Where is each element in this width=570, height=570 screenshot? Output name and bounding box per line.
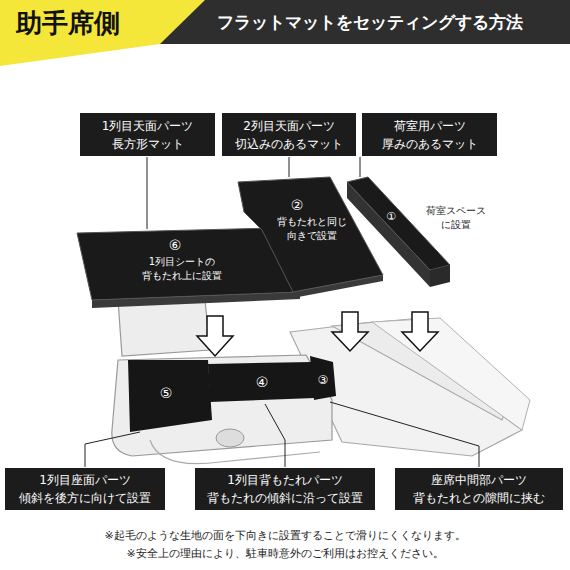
down-arrow <box>197 316 233 356</box>
rear-seat-side <box>372 318 530 430</box>
header-bar <box>140 0 570 44</box>
mat-note: 1列目シートの 背もたれ上に設置 <box>127 255 237 283</box>
mat-note: 背もたれと同じ 向きで設置 <box>267 215 357 243</box>
callout-number: ⑥ <box>160 236 190 256</box>
footnote: ※安全上の理由により、駐車時意外のご利用はお控えください。 <box>5 546 565 561</box>
part-label-box: 1列目座面パーツ傾斜を後方に向けて設置 <box>5 468 165 510</box>
side-label: 助手席側 <box>3 5 133 41</box>
callout-number: ③ <box>312 372 334 389</box>
part-instruction: 切込みのあるマット <box>235 135 343 153</box>
seat-lever <box>216 429 244 447</box>
leader-line <box>85 432 140 467</box>
part-instruction: 厚みのあるマット <box>382 135 478 153</box>
part-label-box: 1列目天面パーツ長方形マット <box>80 113 215 156</box>
page-title: フラットマットをセッティングする方法 <box>170 10 570 34</box>
leader-line <box>360 157 361 177</box>
part-label-box: 1列目背もたれパーツ背もたれの傾斜に沿って設置 <box>195 468 375 510</box>
leader-line <box>147 157 148 229</box>
mat-note: 荷室スペース に設置 <box>418 204 494 232</box>
part-name: 荷室用パーツ <box>394 117 466 135</box>
callout-number: ④ <box>247 373 277 393</box>
down-arrow <box>402 312 438 351</box>
part-instruction: 背もたれとの隙間に挟む <box>413 489 545 507</box>
part-label-box: 荷室用パーツ厚みのあるマット <box>362 113 497 156</box>
part-name: 座席中間部パーツ <box>431 471 527 489</box>
part-label-box: 2列目天面パーツ切込みのあるマット <box>222 113 356 156</box>
part-label-box: 座席中間部パーツ背もたれとの隙間に挟む <box>395 468 563 510</box>
callout-number: ⑤ <box>151 384 181 404</box>
seat-cushion <box>112 355 332 456</box>
part-instruction: 背もたれの傾斜に沿って設置 <box>207 489 363 507</box>
mat-1 <box>347 177 450 270</box>
mat-3 <box>310 356 336 400</box>
seat-back <box>118 300 210 356</box>
leader-line <box>289 157 290 177</box>
leader-line <box>265 404 285 467</box>
part-name: 1列目天面パーツ <box>102 117 194 135</box>
mat-4 <box>208 362 315 402</box>
part-instruction: 長方形マット <box>112 135 184 153</box>
down-arrow <box>332 312 368 351</box>
footnote: ※起毛のような生地の面を下向きに設置することで滑りにくくなります。 <box>5 528 565 543</box>
callout-number: ① <box>379 209 403 224</box>
callout-number: ② <box>282 196 312 216</box>
header-corner <box>0 0 205 66</box>
mat-1-end <box>430 265 450 287</box>
leader-line <box>330 402 479 467</box>
mat-5 <box>128 360 212 432</box>
part-instruction: 傾斜を後方に向けて設置 <box>19 489 151 507</box>
part-name: 1列目背もたれパーツ <box>227 471 343 489</box>
part-name: 2列目天面パーツ <box>243 117 335 135</box>
part-name: 1列目座面パーツ <box>39 471 131 489</box>
